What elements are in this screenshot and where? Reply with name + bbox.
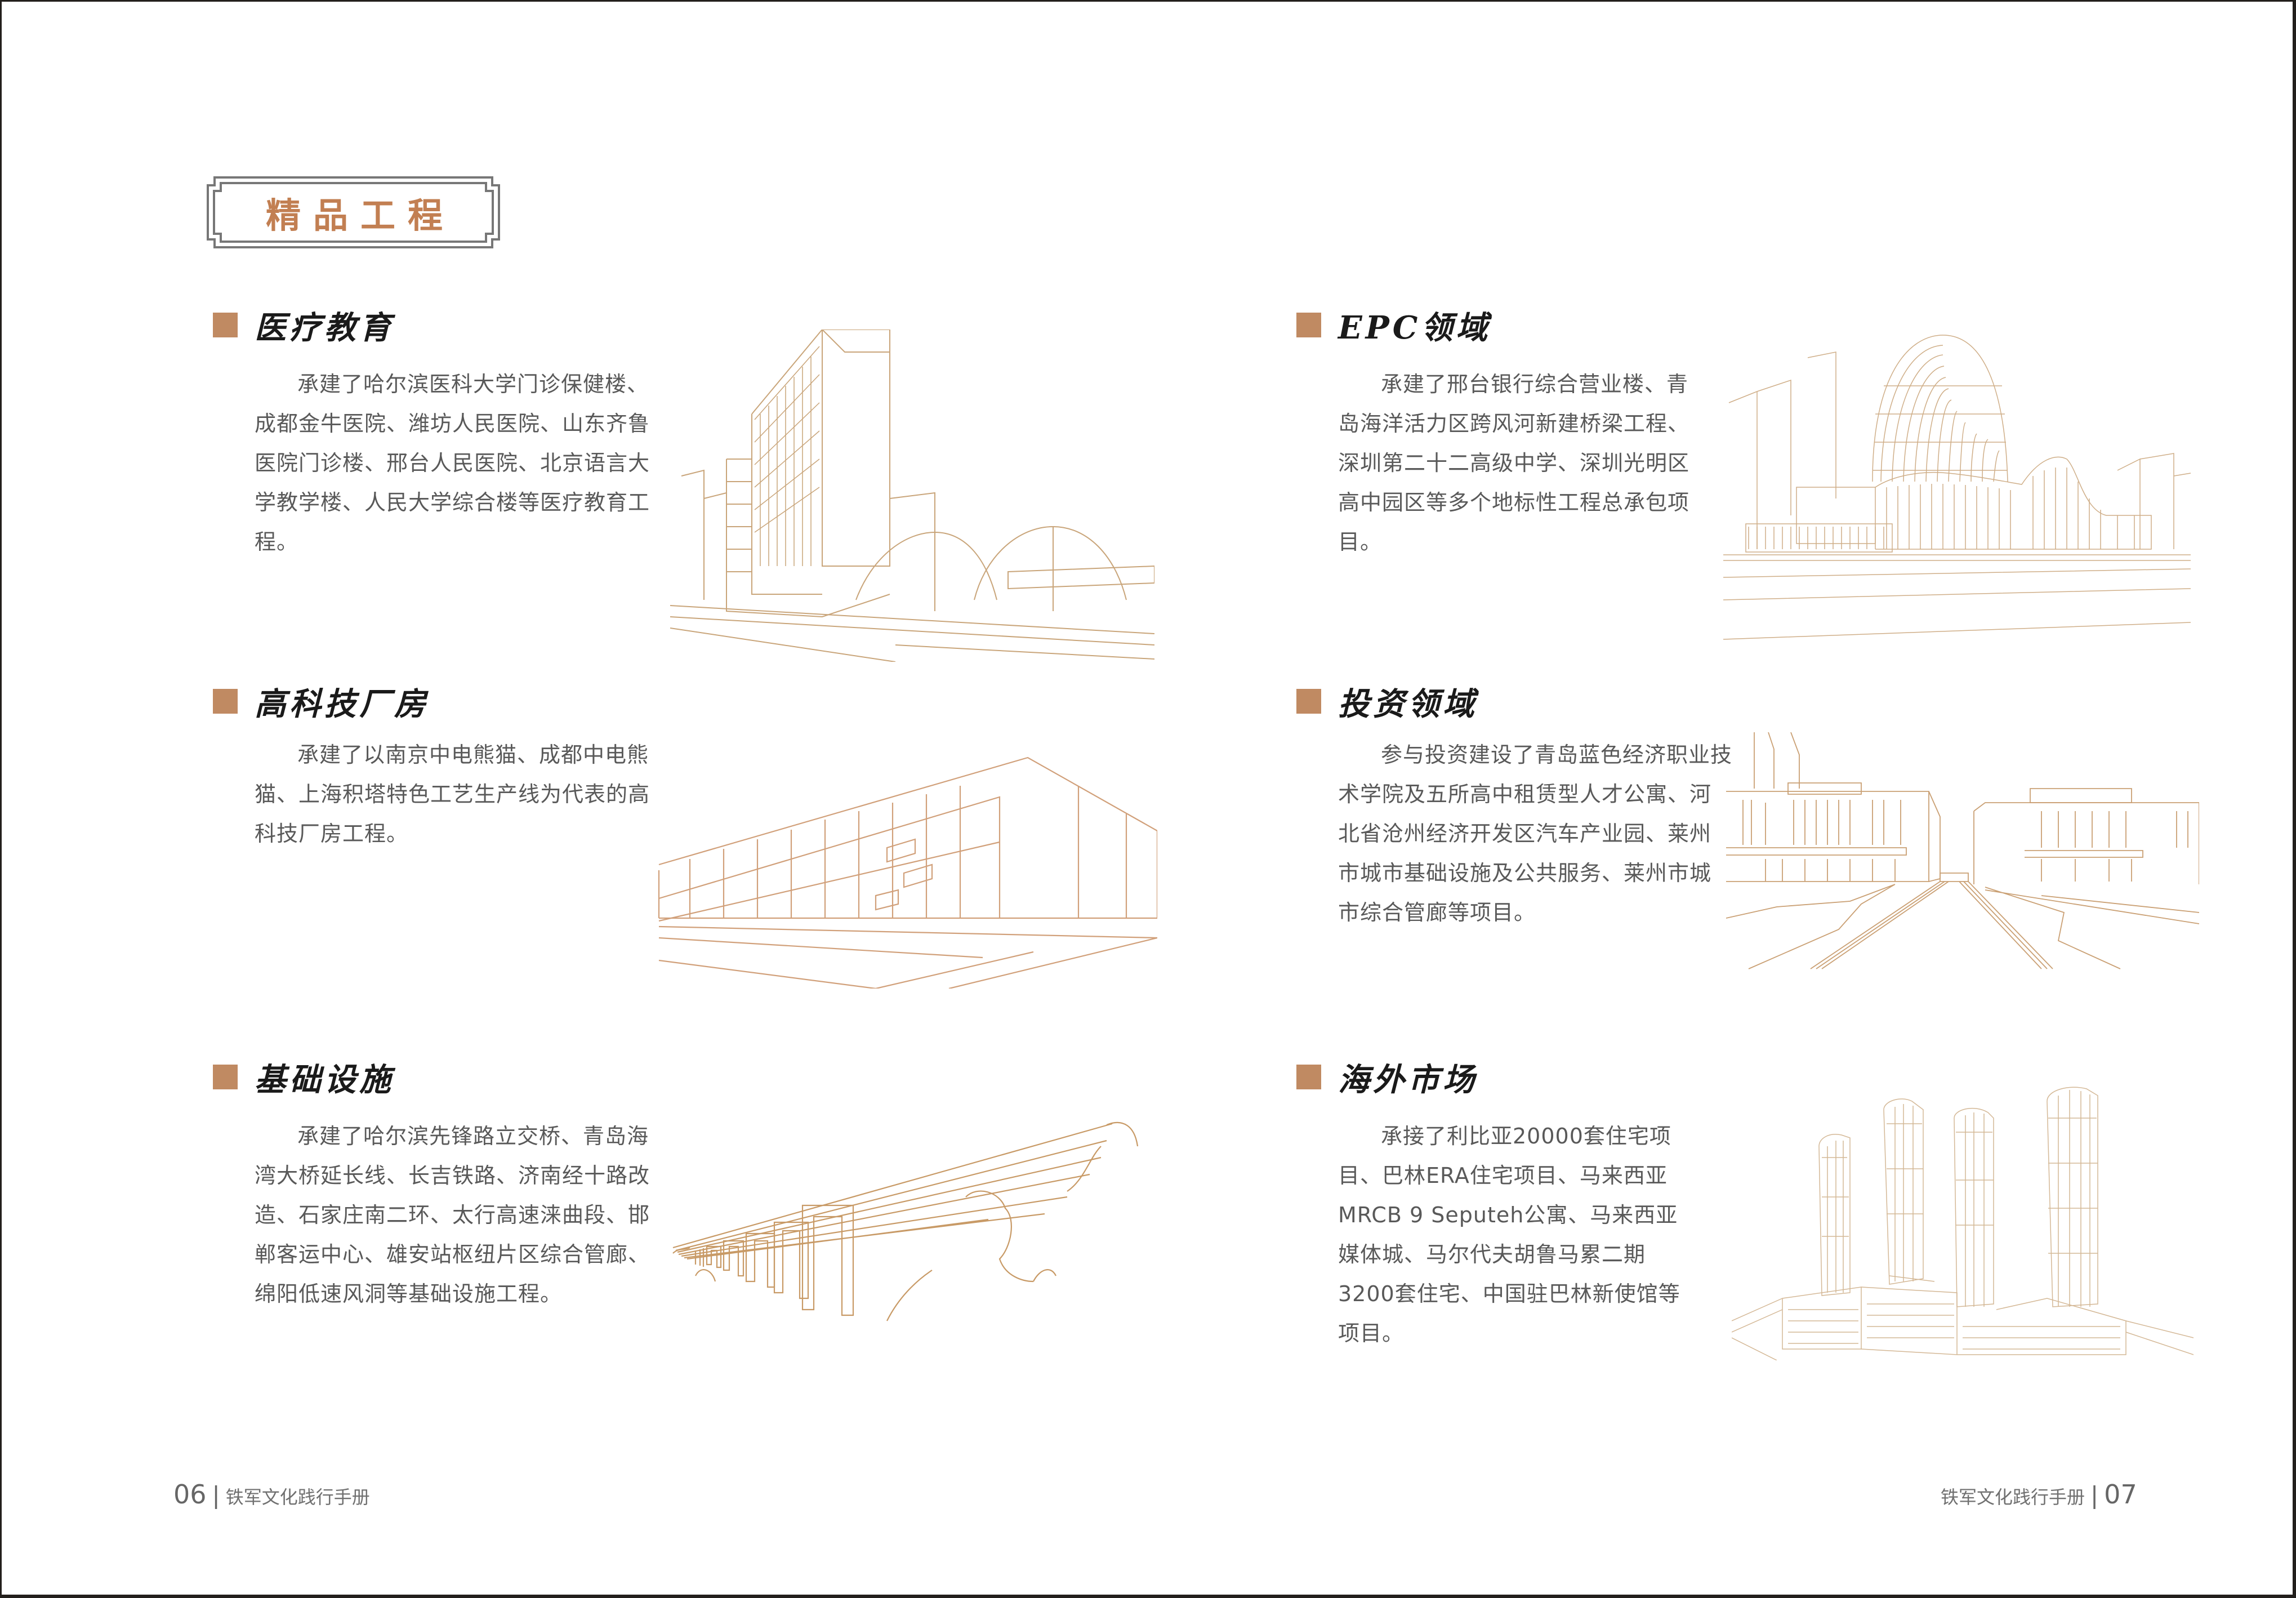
section-title: EPC领域 [1338,309,1491,346]
section-title: 投资领域 [1338,685,1478,723]
footer-left: 06 | 铁军文化践行手册 [173,1479,370,1510]
section-title: 海外市场 [1338,1061,1478,1098]
section-title: 基础设施 [255,1061,394,1098]
hospital-building-illustration [670,330,1154,662]
section-infrastructure: 基础设施 承建了哈尔滨先锋路立交桥、青岛海湾大桥延长线、长吉铁路、济南经十路改造… [213,1054,658,1314]
footer-separator: | [212,1481,220,1509]
section-body: 承接了利比亚20000套住宅项目、巴林ERA住宅项目、马来西亚MRCB 9 Se… [1338,1124,1680,1346]
square-bullet-icon [1296,313,1321,337]
campus-buildings-illustration [1726,732,2199,980]
section-title: 医疗教育 [255,309,394,346]
factory-building-illustration [656,752,1157,989]
section-epc: EPC领域 承建了邢台银行综合营业楼、青岛海洋活力区跨风河新建桥梁工程、深圳第二… [1296,302,1724,562]
footer-right: 铁军文化践行手册 | 07 [1941,1479,2137,1510]
section-body: 承建了哈尔滨医科大学门诊保健楼、成都金牛医院、潍坊人民医院、山东齐鲁医院门诊楼、… [255,372,650,554]
curved-landmark-building-illustration [1723,330,2191,651]
page-title-plaque: 精品工程 [206,176,502,248]
residential-towers-illustration [1732,1084,2194,1360]
page-number-right: 07 [2104,1479,2137,1510]
square-bullet-icon [1296,689,1321,714]
section-body: 承建了哈尔滨先锋路立交桥、青岛海湾大桥延长线、长吉铁路、济南经十路改造、石家庄南… [255,1124,650,1306]
section-title: 高科技厂房 [255,685,429,723]
section-investment: 投资领域 参与投资建设了青岛蓝色经济职业技术学院及五所高中租赁型人才公寓、河北省… [1296,679,1747,932]
plaque-frame-icon [207,176,500,248]
section-body: 承建了以南京中电熊猫、成都中电熊猫、上海积塔特色工艺生产线为代表的高科技厂房工程… [255,742,650,846]
footer-handbook-title: 铁军文化践行手册 [225,1486,370,1508]
section-hightech-factory: 高科技厂房 承建了以南京中电熊猫、成都中电熊猫、上海积塔特色工艺生产线为代表的高… [213,679,658,853]
section-medical-education: 医疗教育 承建了哈尔滨医科大学门诊保健楼、成都金牛医院、潍坊人民医院、山东齐鲁医… [213,302,658,562]
square-bullet-icon [1296,1065,1321,1089]
page-number-left: 06 [173,1479,207,1510]
section-body: 参与投资建设了青岛蓝色经济职业技术学院及五所高中租赁型人才公寓、河北省沧州经济开… [1338,742,1733,925]
footer-handbook-title: 铁军文化践行手册 [1941,1486,2085,1508]
footer-separator: | [2090,1481,2099,1509]
square-bullet-icon [213,313,238,337]
page-title: 精品工程 [265,195,455,236]
section-body: 承建了邢台银行综合营业楼、青岛海洋活力区跨风河新建桥梁工程、深圳第二十二高级中学… [1338,372,1690,554]
section-overseas: 海外市场 承接了利比亚20000套住宅项目、巴林ERA住宅项目、马来西亚MRCB… [1296,1054,1724,1353]
square-bullet-icon [213,689,238,714]
viaduct-bridge-illustration [662,1112,1163,1327]
square-bullet-icon [213,1065,238,1089]
